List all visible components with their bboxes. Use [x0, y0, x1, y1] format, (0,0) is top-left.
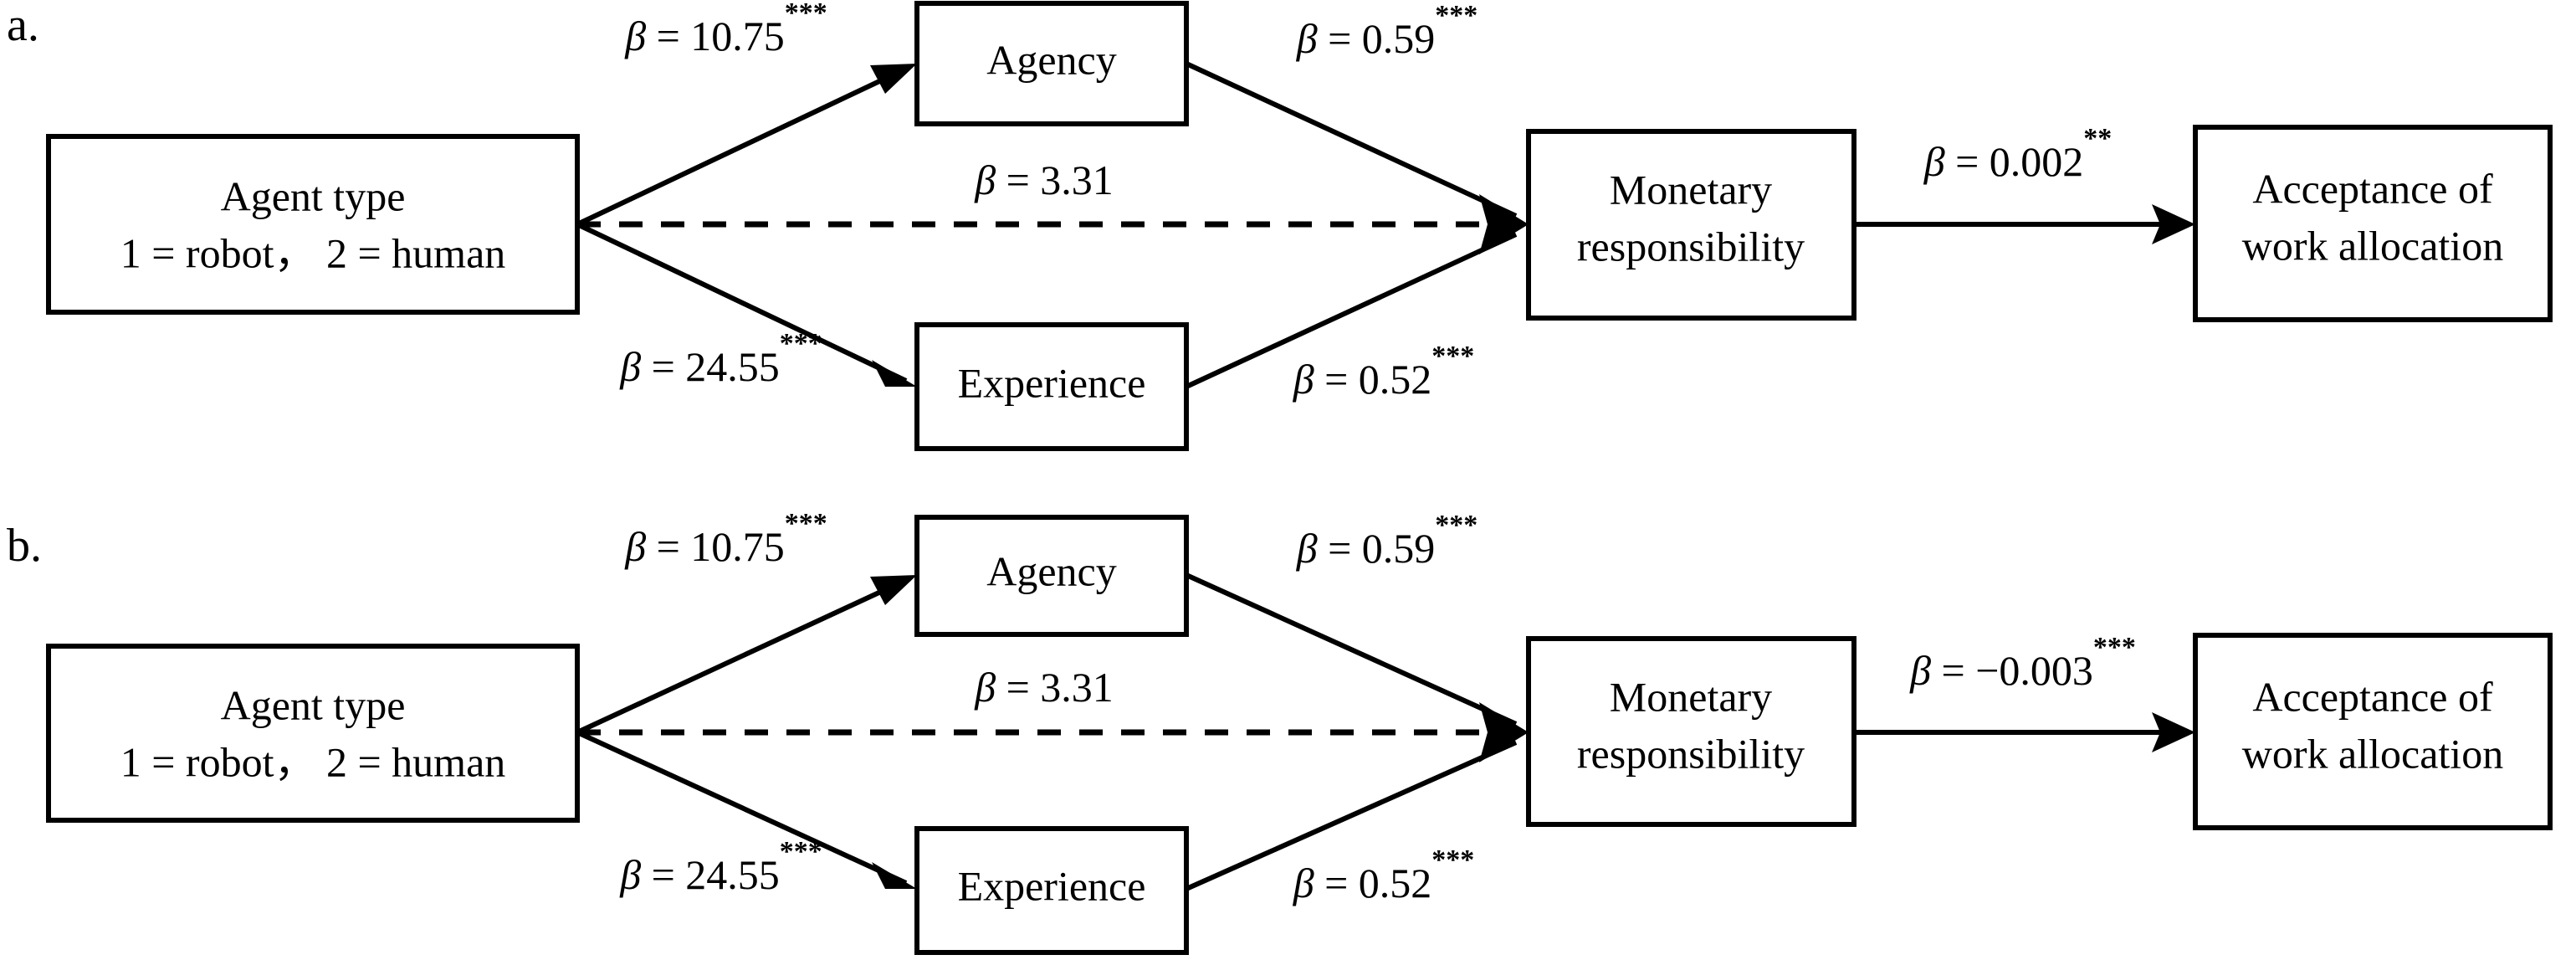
node-a-experience-box[interactable]	[914, 322, 1189, 451]
node-b-acceptance-box[interactable]	[2193, 633, 2553, 830]
edge-label-a-predictor-to-agency-beta: β = 10.75	[624, 13, 785, 59]
panel-a-letter: a.	[7, 0, 39, 51]
edge-label-b-monetary-to-acceptance: β = −0.003***	[1909, 632, 2136, 695]
edge-label-a-experience-to-monetary-beta: β = 0.52	[1293, 356, 1432, 403]
node-b-monetary-label-line2: responsibility	[1577, 730, 1805, 777]
edge-label-a-monetary-to-acceptance: β = 0.002**	[1923, 123, 2113, 186]
node-a-acceptance-box[interactable]	[2193, 125, 2553, 322]
edge-label-b-monetary-to-acceptance-stars: ***	[2093, 632, 2136, 663]
edge-label-b-predictor-to-experience: β = 24.55***	[619, 836, 822, 899]
edge-label-a-predictor-to-agency-stars: ***	[785, 0, 827, 28]
arrowhead-b-agency	[870, 575, 917, 605]
edge-label-b-experience-to-monetary-beta: β = 0.52	[1293, 860, 1432, 906]
node-b-monetary-box[interactable]	[1526, 636, 1856, 827]
node-b-agency-label: Agency	[986, 547, 1117, 594]
edge-b-experience-to-monetary	[1185, 740, 1518, 891]
edge-label-a-agency-to-monetary-stars: ***	[1435, 0, 1477, 31]
edge-label-a-agency-to-monetary: β = 0.59***	[1296, 0, 1478, 62]
edge-label-b-experience-to-monetary: β = 0.52***	[1293, 844, 1475, 907]
edge-label-a-monetary-to-acceptance-beta: β = 0.002	[1923, 138, 2084, 185]
edge-label-a-predictor-to-experience: β = 24.55***	[619, 328, 822, 391]
arrowhead-b-monetary	[1479, 702, 1529, 762]
edge-label-b-predictor-to-agency-beta: β = 10.75	[624, 523, 785, 570]
node-b-experience-label: Experience	[958, 862, 1146, 909]
node-a-agent-type-box[interactable]	[46, 134, 580, 315]
edge-label-a-predictor-to-agency: β = 10.75***	[624, 0, 827, 59]
edge-a-agency-to-monetary	[1185, 61, 1518, 218]
edge-label-b-predictor-to-monetary: β = 3.31	[974, 664, 1114, 711]
node-a-acceptance-label-line2: work allocation	[2242, 222, 2503, 269]
node-b-experience-box[interactable]	[914, 826, 1189, 955]
node-a-agency-box[interactable]	[914, 1, 1189, 126]
node-b-agent-type-box[interactable]	[46, 644, 580, 823]
edge-b-agency-to-monetary	[1185, 572, 1518, 726]
arrowhead-b-acceptance	[2152, 712, 2195, 752]
edge-label-a-experience-to-monetary: β = 0.52***	[1293, 341, 1475, 403]
node-a-monetary-label-line1: Monetary	[1610, 166, 1772, 213]
node-b-agent-type-label-line1: Agent type	[221, 681, 406, 728]
node-a-monetary-box[interactable]	[1526, 129, 1856, 321]
arrowhead-b-experience	[872, 862, 917, 889]
node-b-monetary-label-line1: Monetary	[1610, 673, 1772, 720]
edge-a-predictor-to-agency	[576, 66, 908, 227]
edge-label-a-predictor-to-monetary: β = 3.31	[974, 157, 1114, 203]
arrowhead-a-acceptance	[2152, 204, 2195, 244]
node-a-agent-type-label-line1: Agent type	[221, 172, 406, 219]
edge-label-b-predictor-to-experience-stars: ***	[780, 836, 822, 867]
arrowhead-a-monetary	[1479, 194, 1529, 254]
edge-label-b-predictor-to-experience-beta: β = 24.55	[619, 851, 780, 898]
edge-b-predictor-to-experience	[576, 730, 908, 886]
edge-a-experience-to-monetary	[1185, 232, 1518, 389]
arrowhead-a-agency	[870, 64, 917, 94]
node-a-monetary-label-line2: responsibility	[1577, 223, 1805, 270]
node-a-acceptance-label-line1: Acceptance of	[2252, 165, 2493, 212]
edge-label-a-predictor-to-experience-stars: ***	[780, 328, 822, 359]
edge-label-b-predictor-to-agency-stars: ***	[785, 508, 827, 539]
edge-label-a-predictor-to-experience-beta: β = 24.55	[619, 343, 780, 390]
edge-label-b-predictor-to-agency: β = 10.75***	[624, 508, 827, 571]
node-a-agent-type-label-line2: 1 = robot， 2 = human	[120, 229, 506, 276]
panel-b: b. Agent type 1 = robot， 2 = human Agenc…	[7, 508, 2553, 955]
edge-label-b-agency-to-monetary: β = 0.59***	[1296, 510, 1478, 572]
node-a-experience-label: Experience	[958, 359, 1146, 406]
panel-b-letter: b.	[7, 520, 42, 572]
node-b-acceptance-label-line2: work allocation	[2242, 730, 2503, 777]
edge-label-b-agency-to-monetary-beta: β = 0.59	[1296, 525, 1436, 572]
arrowhead-a-experience	[872, 360, 917, 387]
edge-label-a-experience-to-monetary-stars: ***	[1431, 341, 1474, 372]
edge-label-b-monetary-to-acceptance-beta: β = −0.003	[1909, 647, 2093, 694]
edge-label-b-predictor-to-monetary-beta: β = 3.31	[974, 664, 1114, 711]
node-b-agency-box[interactable]	[914, 515, 1189, 637]
edge-b-predictor-to-agency	[576, 578, 908, 735]
panel-a: a. Agent type 1 = robot， 2 = human Agenc…	[7, 0, 2553, 451]
edge-label-b-experience-to-monetary-stars: ***	[1431, 844, 1474, 875]
node-b-agent-type-label-line2: 1 = robot， 2 = human	[120, 738, 506, 785]
node-a-agency-label: Agency	[986, 36, 1117, 83]
edge-a-predictor-to-experience	[576, 222, 908, 383]
edge-label-b-agency-to-monetary-stars: ***	[1435, 510, 1477, 541]
node-b-acceptance-label-line1: Acceptance of	[2252, 673, 2493, 720]
edge-label-a-monetary-to-acceptance-stars: **	[2083, 123, 2112, 154]
edge-label-a-agency-to-monetary-beta: β = 0.59	[1296, 15, 1436, 62]
edge-label-a-predictor-to-monetary-beta: β = 3.31	[974, 157, 1114, 203]
